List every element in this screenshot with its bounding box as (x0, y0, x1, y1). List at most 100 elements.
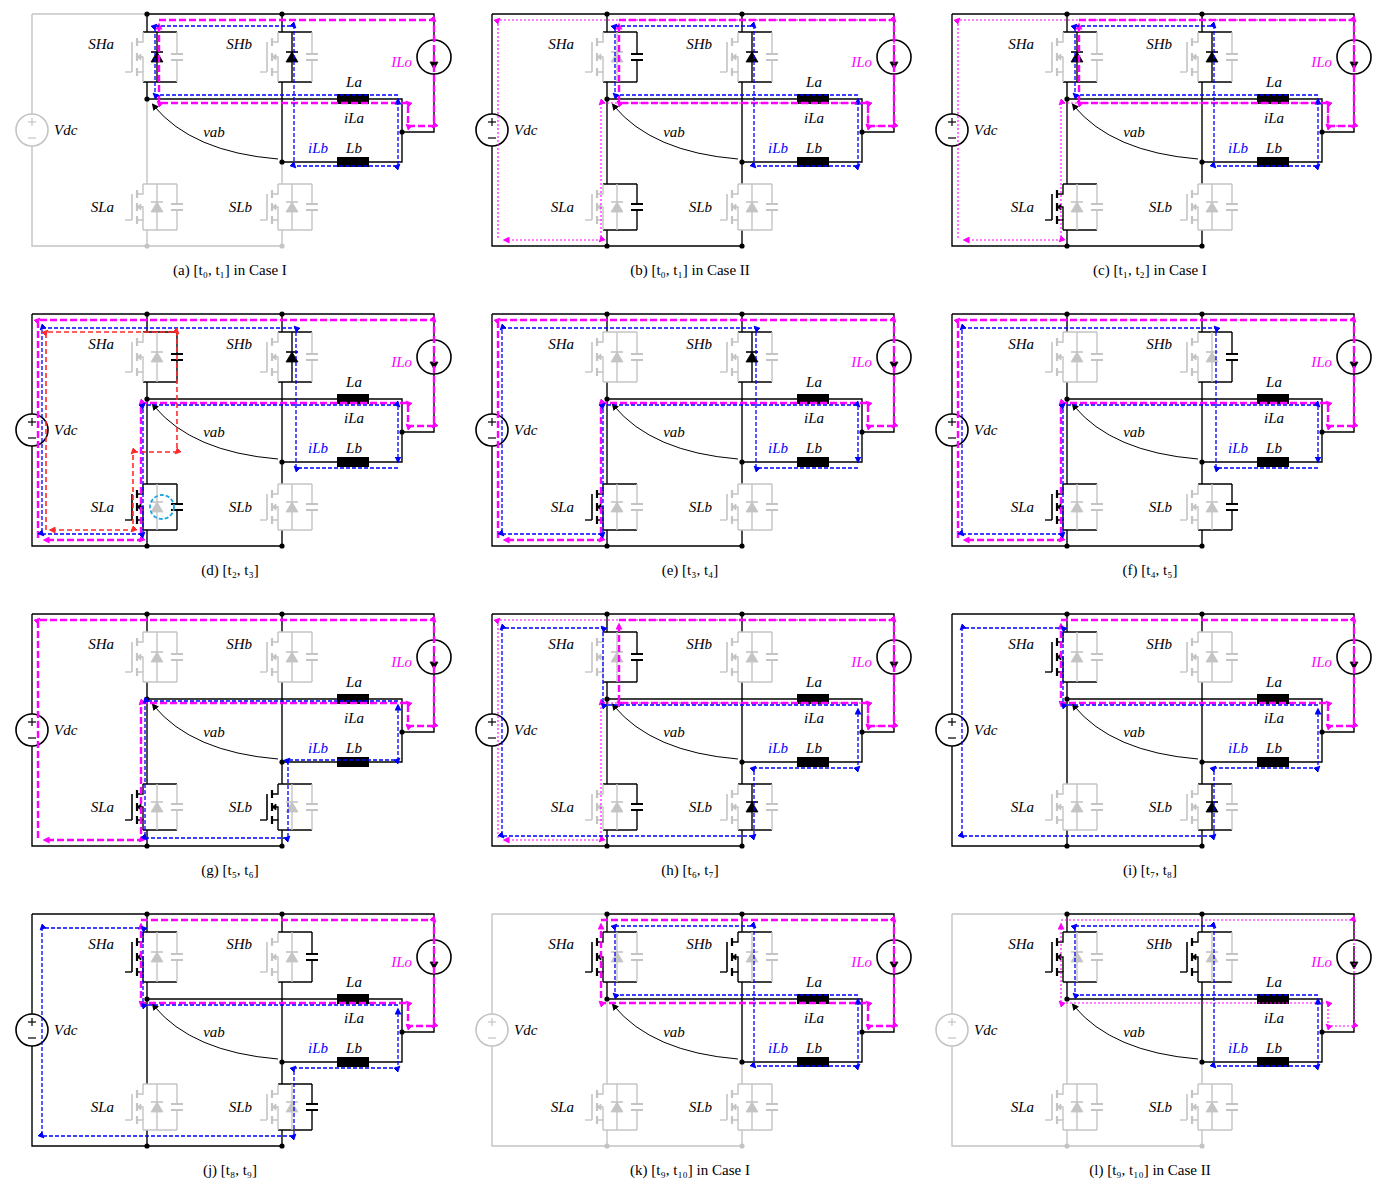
wire (32, 613, 147, 614)
wire (1067, 614, 1354, 640)
gate-lead (720, 219, 727, 220)
wire (1198, 183, 1232, 184)
channel (271, 190, 273, 198)
mosfet-symbol (1045, 784, 1103, 830)
diode-bar (286, 951, 298, 953)
diode-symbol (611, 502, 623, 512)
diode-bar (1206, 51, 1218, 53)
diode-bar (746, 801, 758, 803)
channel (1191, 816, 1193, 824)
capacitor-plate (1091, 53, 1103, 55)
source-label: Vdc (974, 422, 997, 438)
wire (1067, 914, 1354, 940)
inductor-label: Lb (1266, 440, 1282, 456)
wire (492, 913, 607, 914)
capacitor-plate (766, 809, 778, 811)
switch-label: SHa (548, 636, 574, 652)
gate (131, 794, 133, 820)
body-arrow (732, 1104, 736, 1110)
capacitor-plate (1226, 359, 1238, 361)
wire (281, 982, 282, 1062)
body-arrow (272, 954, 276, 960)
wire (771, 784, 772, 804)
junction-dot (399, 729, 404, 734)
wire (311, 1110, 312, 1130)
wire (1066, 999, 1067, 1084)
wire (738, 229, 772, 230)
current-label: ILo (1311, 954, 1332, 970)
diode-bar (286, 501, 298, 503)
voltage-label: vab (1123, 124, 1145, 140)
junction-dot (144, 11, 149, 16)
channel (271, 216, 273, 224)
wire (1231, 960, 1232, 982)
wire (176, 210, 177, 230)
diode-bar (1071, 951, 1083, 953)
channel (596, 790, 598, 798)
junction-dot (279, 159, 284, 164)
current-label: iLb (768, 140, 788, 156)
channel (1191, 38, 1193, 46)
channel (271, 1090, 273, 1098)
channel (136, 668, 138, 676)
wire (1066, 699, 1067, 784)
plus-sign (31, 1018, 32, 1026)
wire (1289, 399, 1322, 462)
channel (596, 368, 598, 376)
wire (741, 14, 742, 32)
capacitor-plate (631, 953, 643, 955)
capacitor-plate (171, 503, 183, 505)
mosfet-symbol (1045, 932, 1103, 982)
wire (176, 660, 177, 682)
gate (1186, 194, 1188, 220)
current-path (1061, 920, 1354, 1026)
wire (1201, 462, 1202, 484)
gate-lead (720, 1119, 727, 1120)
inductor-label: La (806, 374, 822, 390)
diode-symbol (746, 952, 758, 962)
body-arrow (1192, 954, 1196, 960)
wire (738, 783, 772, 784)
capacitor-plate (631, 503, 643, 505)
voltage-source (476, 1014, 508, 1046)
wire (1201, 314, 1202, 332)
gate (1186, 42, 1188, 72)
gate-lead (1045, 819, 1052, 820)
capacitor-plate (171, 353, 183, 355)
wire (738, 829, 772, 830)
wire (738, 981, 772, 982)
diode-bar (746, 651, 758, 653)
wire (143, 229, 177, 230)
capacitor-plate (1091, 509, 1103, 511)
gate-lead (585, 71, 592, 72)
wire (1096, 960, 1097, 982)
current-path (619, 620, 894, 726)
wire (311, 660, 312, 682)
wire (282, 161, 337, 162)
gate-lead (1180, 519, 1187, 520)
inductor-symbol (337, 457, 369, 467)
wire (741, 1062, 742, 1084)
wire (1231, 1084, 1232, 1104)
wire (143, 681, 177, 682)
junction-dot (739, 611, 744, 616)
capacitor-plate (766, 59, 778, 61)
channel (1056, 1090, 1058, 1098)
panel-caption: (c) [t₁, t₂] in Case I (1093, 262, 1207, 278)
channel (1056, 368, 1058, 376)
gate (266, 342, 268, 372)
body-arrow (732, 954, 736, 960)
source-label: Vdc (514, 422, 537, 438)
wire (143, 483, 177, 484)
voltage-label: vab (663, 1024, 685, 1040)
channel (731, 638, 733, 646)
diode-bar (286, 201, 298, 203)
current-path (962, 628, 1318, 836)
wire (143, 1129, 177, 1130)
capacitor-plate (631, 353, 643, 355)
wire (738, 31, 772, 32)
channel (1056, 516, 1058, 524)
channel (731, 216, 733, 224)
gate (266, 1094, 268, 1120)
junction-dot (604, 243, 609, 248)
